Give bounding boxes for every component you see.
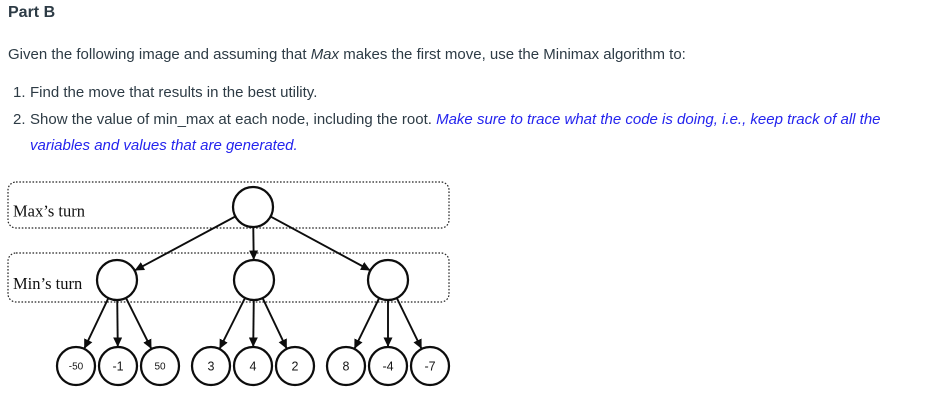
min-node-3 [366,258,410,302]
leaf-node-7 [325,345,367,387]
edge-root-to-min-1 [134,206,254,271]
instruction-item: 1.Find the move that results in the best… [8,80,933,107]
leaf-value-9: -7 [424,360,435,374]
leaf-value-1: -50 [69,362,84,373]
leaf-node-5 [232,345,274,387]
text-segment: makes the first move, use the Minimax al… [339,46,686,63]
min-node-2 [232,258,276,302]
instruction-number: 2. [13,110,26,128]
instruction-item: 2.Show the value of min_max at each node… [8,107,933,160]
leaf-node-6 [274,345,316,387]
leaf-value-8: -4 [382,360,393,374]
leaf-value-3: 50 [154,362,166,373]
text-segment: Find the move that results in the best u… [30,84,318,101]
leaf-node-4 [190,345,232,387]
max-turn-row-box [7,181,450,229]
leaf-value-6: 2 [292,360,299,374]
min-turn-row-label: Min’s turn [13,274,82,293]
edge-root-to-min-3 [252,206,371,271]
leaf-value-5: 4 [250,360,257,374]
text-segment: Make sure to trace what the code is doin… [30,110,881,155]
text-segment: Max [310,46,340,63]
root-node [231,185,275,229]
instruction-number: 1. [13,84,26,101]
page-title: Part B [8,4,56,21]
max-turn-row-label: Max’s turn [13,202,85,221]
min-turn-row-box [7,252,450,303]
text-segment: Show the value of min_max at each node, … [30,110,437,128]
min-node-1 [95,258,139,302]
leaf-value-7: 8 [343,360,350,374]
leaf-node-8 [367,345,409,387]
leaf-node-1 [55,345,97,387]
leaf-node-3 [139,345,181,387]
text-segment: Given the following image and assuming t… [8,46,311,63]
leaf-node-2 [97,345,139,387]
leaf-node-9 [409,345,451,387]
leaf-value-4: 3 [208,360,215,374]
leaf-value-2: -1 [112,360,123,374]
intro-text: Given the following image and assuming t… [8,46,686,63]
instruction-list: 1.Find the move that results in the best… [8,80,933,160]
